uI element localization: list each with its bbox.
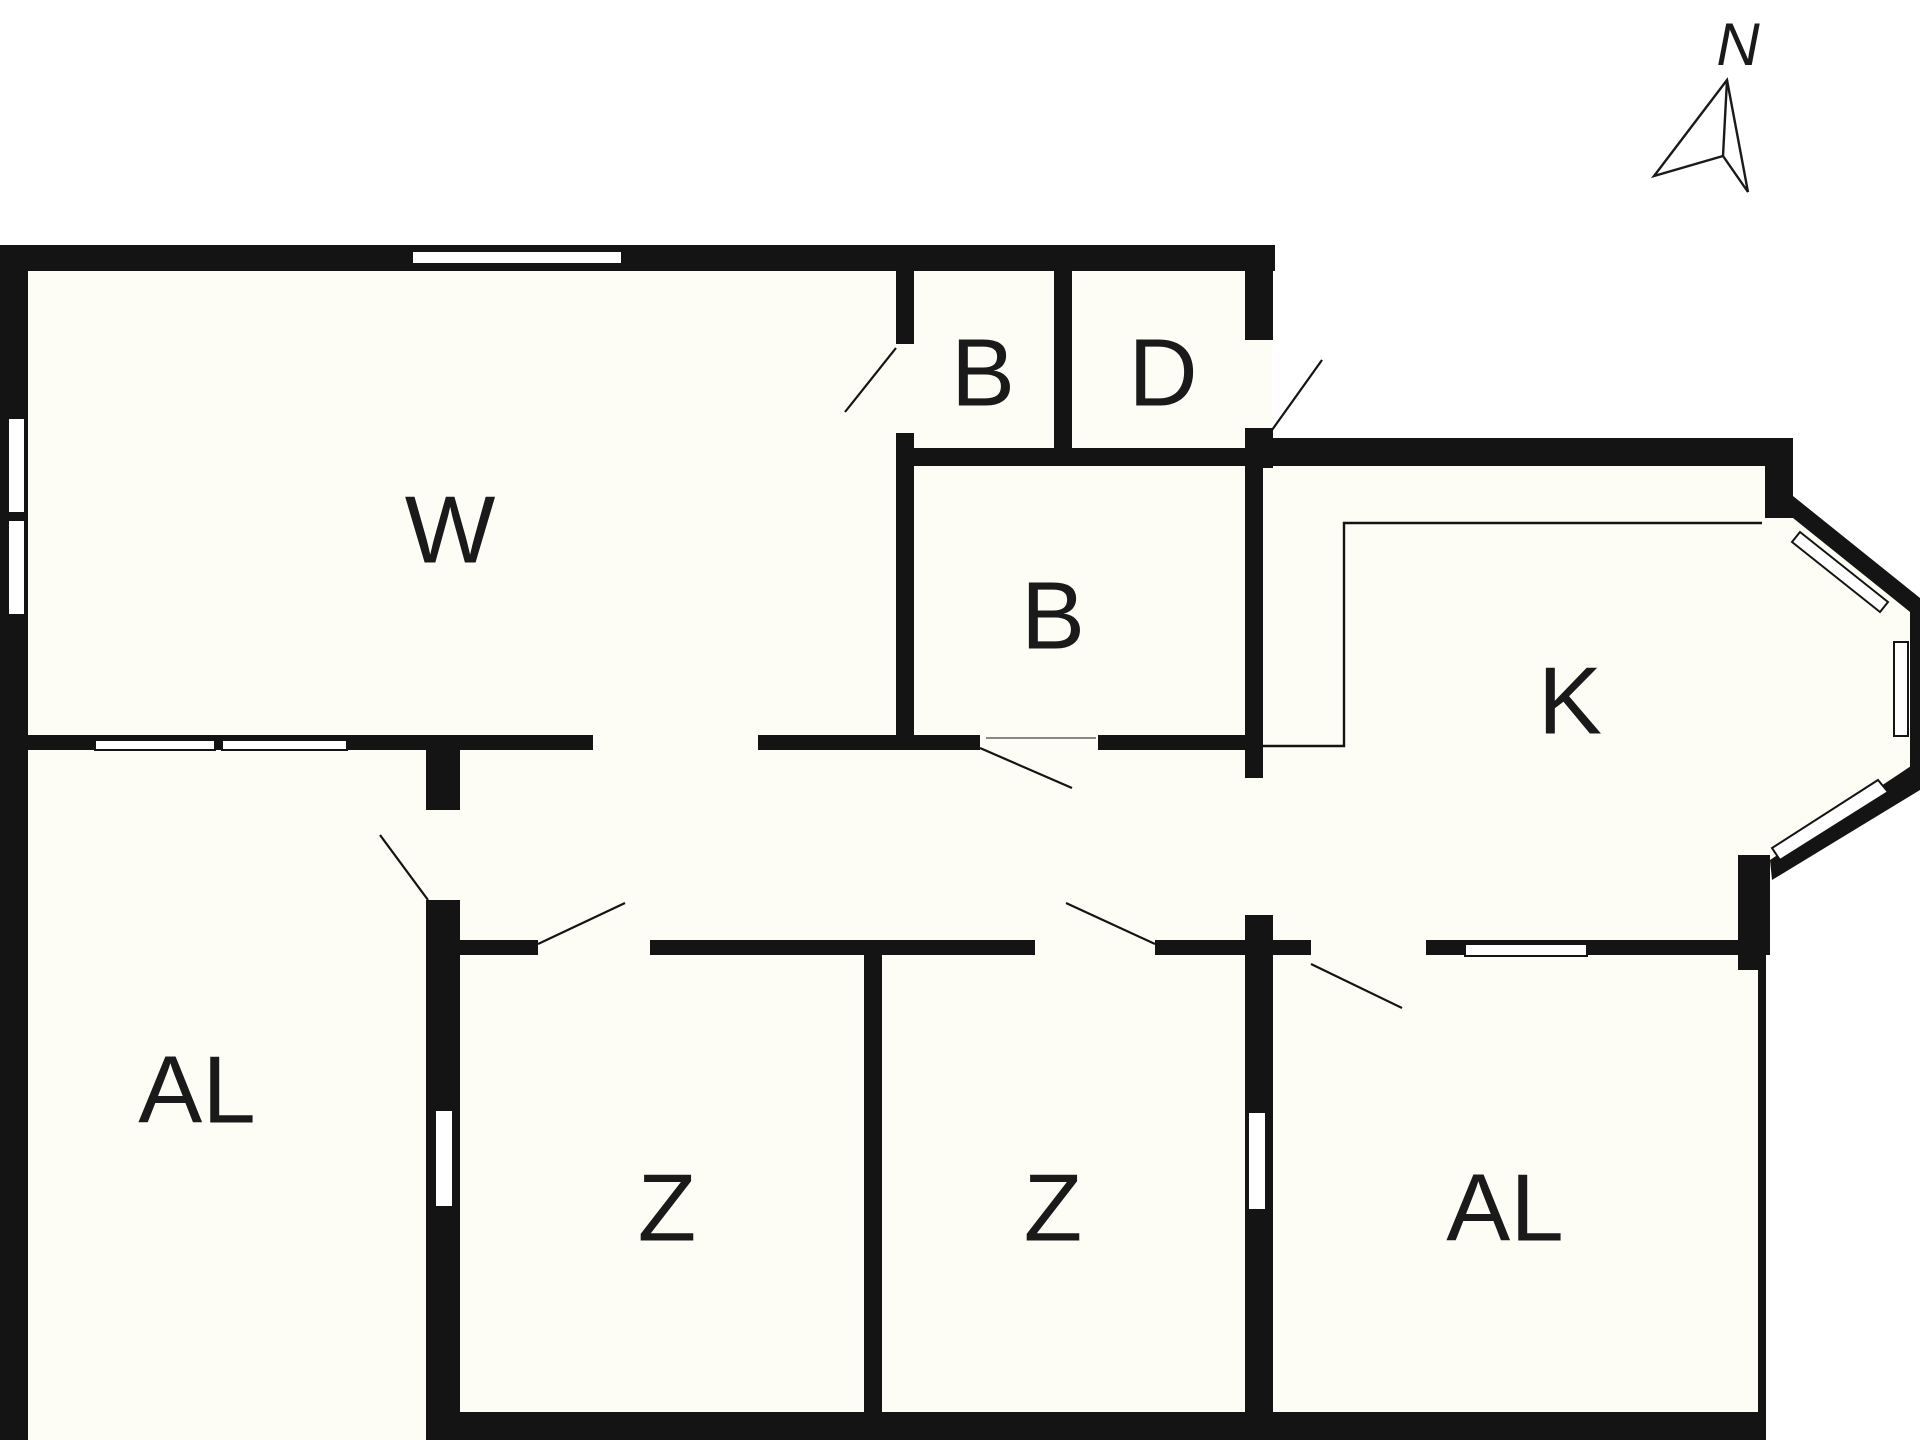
room-label-alcove-right: AL xyxy=(1446,1154,1563,1261)
kitchen-counter xyxy=(1262,521,1762,748)
window-top xyxy=(411,250,623,265)
north-label: N xyxy=(1716,11,1760,78)
window-mid-2 xyxy=(221,739,348,751)
window-left-upper xyxy=(7,417,26,514)
window-room-2 xyxy=(1247,1111,1267,1211)
doors xyxy=(379,347,1403,1009)
window-mid-1 xyxy=(94,739,216,751)
room-labels: W B D B K AL Z Z AL xyxy=(138,319,1602,1261)
compass: N xyxy=(1650,11,1760,193)
room-label-room-1: Z xyxy=(638,1154,697,1261)
room-label-shower: D xyxy=(1128,319,1197,426)
window-bay-right xyxy=(1893,641,1909,737)
room-label-alcove-left: AL xyxy=(138,1036,255,1143)
window-bay-lower xyxy=(1770,778,1890,862)
window-bottom-right xyxy=(1464,943,1588,957)
north-arrow-icon xyxy=(1650,77,1750,193)
room-label-living: W xyxy=(405,476,496,583)
room-label-kitchen: K xyxy=(1538,647,1602,754)
room-label-bath-small: B xyxy=(951,319,1015,426)
window-left-lower xyxy=(7,519,26,616)
room-label-room-2: Z xyxy=(1024,1154,1083,1261)
room-label-bath: B xyxy=(1021,562,1085,669)
window-alcove-left xyxy=(434,1109,454,1208)
floor-area xyxy=(0,247,1920,1440)
window-bay-upper xyxy=(1790,530,1890,614)
windows xyxy=(7,250,1909,1211)
